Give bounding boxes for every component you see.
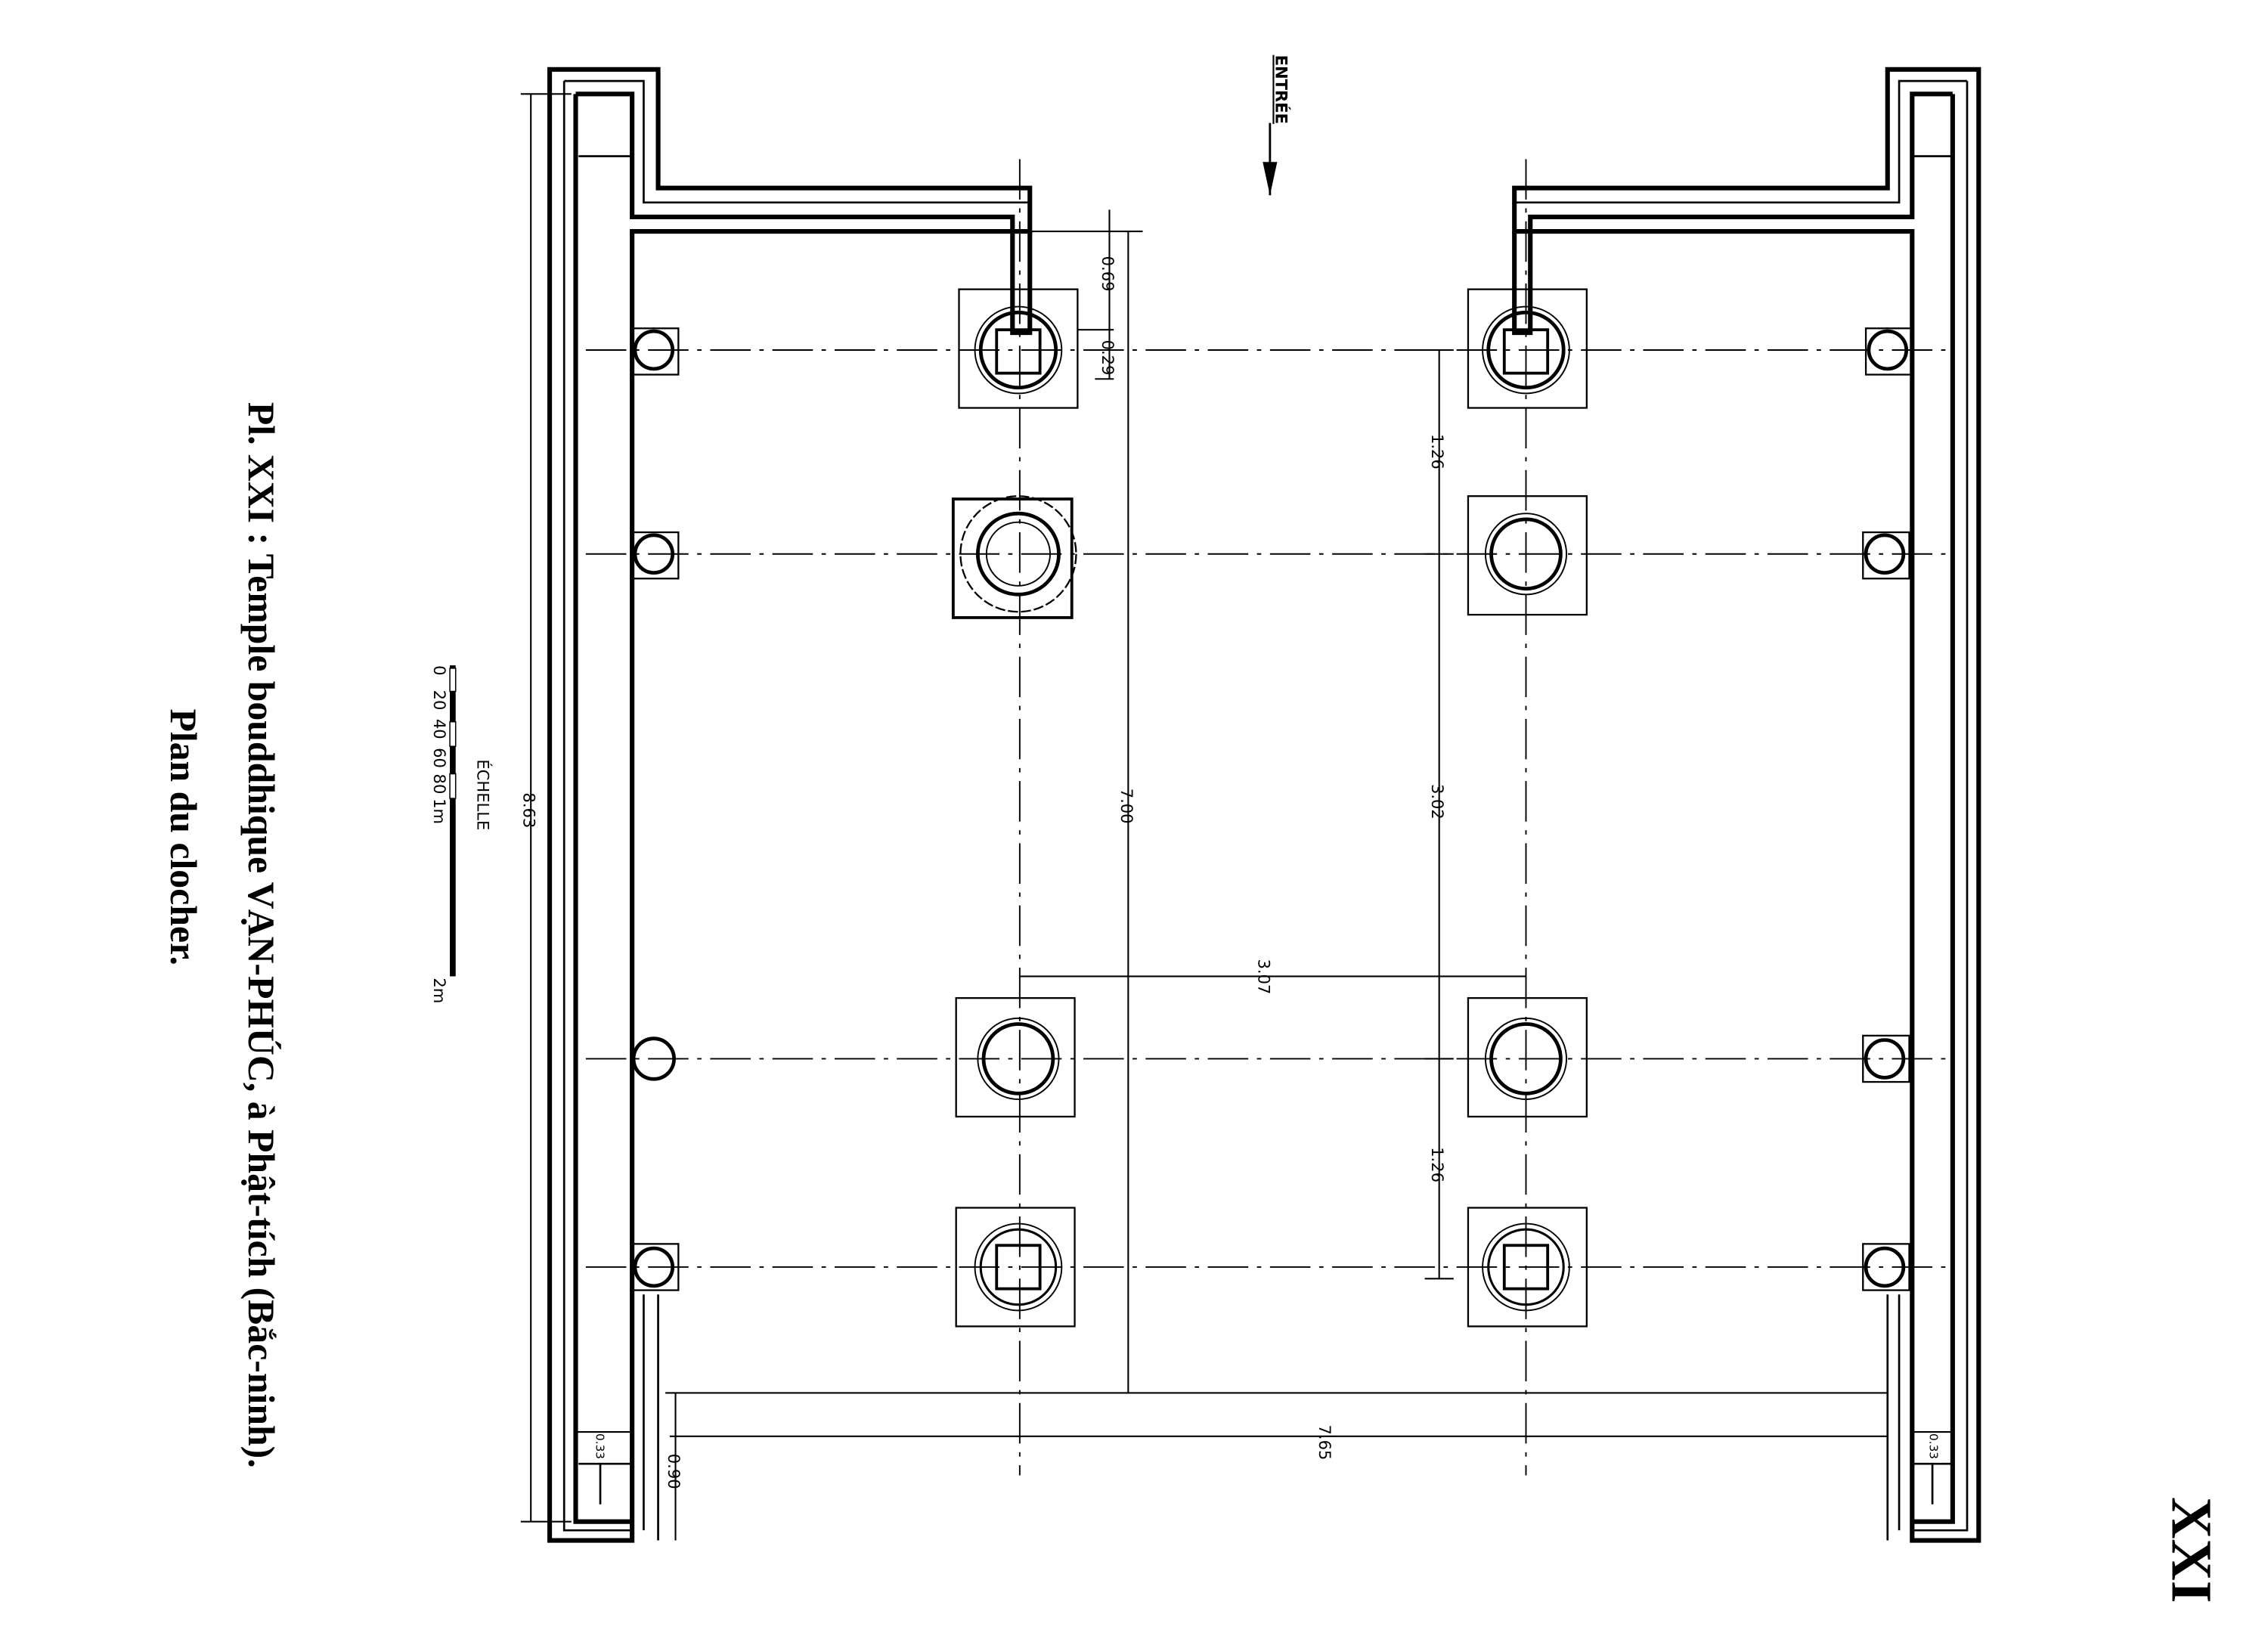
dim-inner-length: 7.00: [1117, 789, 1136, 824]
axis-lines: [585, 159, 1946, 1476]
scale-tick-80: 80: [430, 774, 449, 795]
dim-overall-length: 8.63: [520, 792, 539, 828]
scale-tick-0: 0: [430, 665, 449, 675]
columns: [631, 288, 1913, 1328]
walls: [547, 67, 1981, 1543]
dim-bay-front: 1.26: [1428, 434, 1447, 469]
dim-wall-left: 0.33: [593, 1433, 606, 1459]
scale-bar: ÉCHELLE 0 20 40 60 80 1m 2m: [430, 665, 492, 1003]
dimension-lines: [520, 93, 1953, 1541]
scale-tick-20: 20: [430, 690, 449, 711]
entrance-marker: ENTRÉE: [1263, 55, 1290, 196]
dim-pillar-width: 0.29: [1098, 340, 1117, 376]
dim-wall-offset: 0.90: [665, 1454, 683, 1489]
dim-overall-width: 7.65: [1315, 1424, 1334, 1460]
scale-label: ÉCHELLE: [473, 759, 492, 830]
caption: Pl. XXI : Temple bouddhique VẠN-PHÚC, à …: [163, 402, 282, 1468]
dim-column-spacing: 3.07: [1255, 959, 1274, 994]
dim-bay-center: 3.02: [1428, 784, 1447, 820]
scale-tick-40: 40: [430, 719, 449, 739]
entrance-label: ENTRÉE: [1272, 55, 1290, 124]
dim-top-offset: 0.69: [1098, 256, 1117, 292]
caption-subtitle: Plan du clocher.: [163, 708, 204, 965]
column-large: [951, 288, 1588, 1328]
caption-title: Pl. XXI : Temple bouddhique VẠN-PHÚC, à …: [240, 402, 282, 1468]
column-small: [631, 327, 1913, 1291]
dim-bay-back: 1.26: [1428, 1147, 1447, 1182]
scale-tick-1m: 1m: [430, 798, 449, 824]
scale-tick-2m: 2m: [430, 978, 449, 1003]
dimension-labels: 8.63 7.00 0.69 0.29 1.26 3.02 1.26 3.07 …: [520, 256, 1941, 1489]
plate-number: XXI: [2160, 1497, 2224, 1603]
scale-tick-60: 60: [430, 748, 449, 768]
dim-wall-right: 0.33: [1926, 1433, 1940, 1459]
